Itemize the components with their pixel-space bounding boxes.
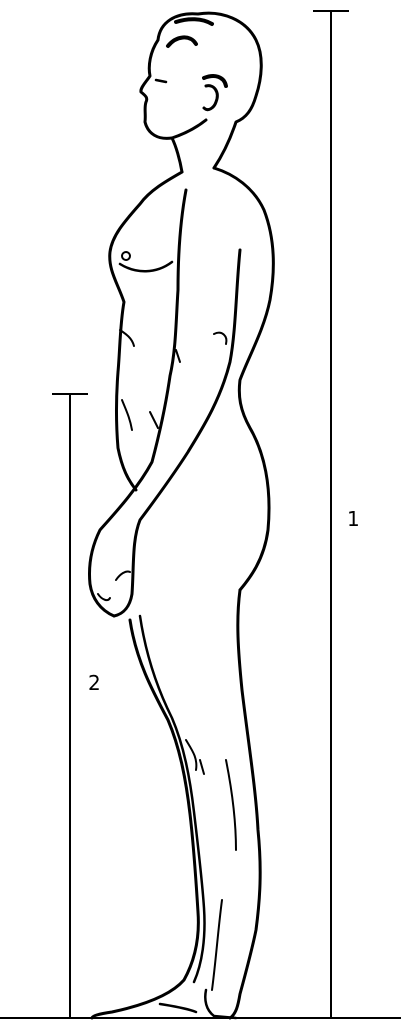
measurement-2-label: 2 (88, 671, 101, 695)
arm-front-outline (89, 190, 186, 616)
measurement-1: 1 (313, 11, 360, 1018)
foot (160, 990, 236, 1018)
hand-detail (98, 571, 130, 600)
human-figure-profile (89, 13, 273, 1018)
elbow-detail (176, 333, 226, 362)
abdomen-detail (120, 330, 158, 430)
eye (156, 80, 166, 82)
front-leg-outline-inner (140, 616, 205, 982)
head-outline (141, 13, 261, 172)
nipple (122, 252, 130, 260)
back-outline (214, 168, 273, 590)
measurement-2: 2 (52, 394, 101, 1018)
jaw-line (172, 120, 206, 138)
rear-leg-outline (230, 590, 260, 1018)
knee-detail (186, 740, 204, 774)
measurement-1-label: 1 (347, 507, 360, 531)
calf-detail (212, 760, 236, 990)
hair (168, 19, 226, 86)
front-leg-outline-outer (92, 620, 198, 1018)
ear (204, 86, 217, 110)
chest-line (120, 262, 172, 271)
